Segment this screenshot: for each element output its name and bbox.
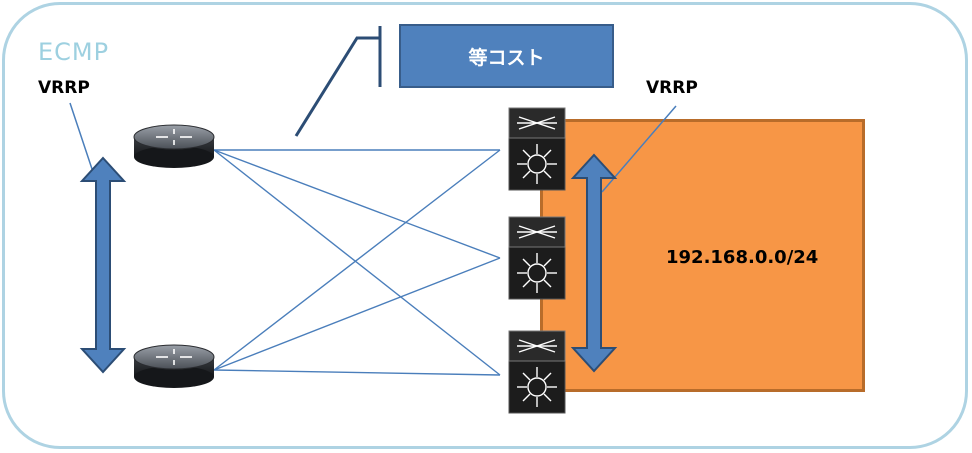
router-icon xyxy=(133,344,215,388)
link-line xyxy=(213,257,501,371)
multilayer-switch-icon xyxy=(508,330,566,414)
link-line xyxy=(213,149,501,259)
cost-callout xyxy=(294,26,382,137)
equal-cost-label: 等コスト xyxy=(468,46,545,69)
link-line xyxy=(213,149,501,376)
switch-bottom xyxy=(508,330,566,414)
vrrp-right-pointer xyxy=(601,105,677,193)
router-bottom xyxy=(133,344,215,388)
multilayer-switch-icon xyxy=(508,216,566,300)
switch-top xyxy=(508,107,566,191)
equal-cost-box: 等コスト xyxy=(399,24,614,88)
callout-line xyxy=(294,36,380,137)
links xyxy=(213,149,501,376)
ecmp-label: ECMP xyxy=(38,38,110,66)
vrrp-left-label: VRRP xyxy=(38,78,90,98)
switch-middle xyxy=(508,216,566,300)
router-icon xyxy=(133,124,215,168)
vrrp-left-double-arrow xyxy=(79,156,127,374)
link-line xyxy=(213,369,501,376)
multilayer-switch-icon xyxy=(508,107,566,191)
vrrp-left-pointer xyxy=(69,102,94,173)
router-top xyxy=(133,124,215,168)
vrrp-right-label: VRRP xyxy=(646,78,698,98)
link-line xyxy=(213,149,501,371)
subnet-label: 192.168.0.0/24 xyxy=(666,247,819,268)
vrrp-right-double-arrow xyxy=(570,153,618,373)
